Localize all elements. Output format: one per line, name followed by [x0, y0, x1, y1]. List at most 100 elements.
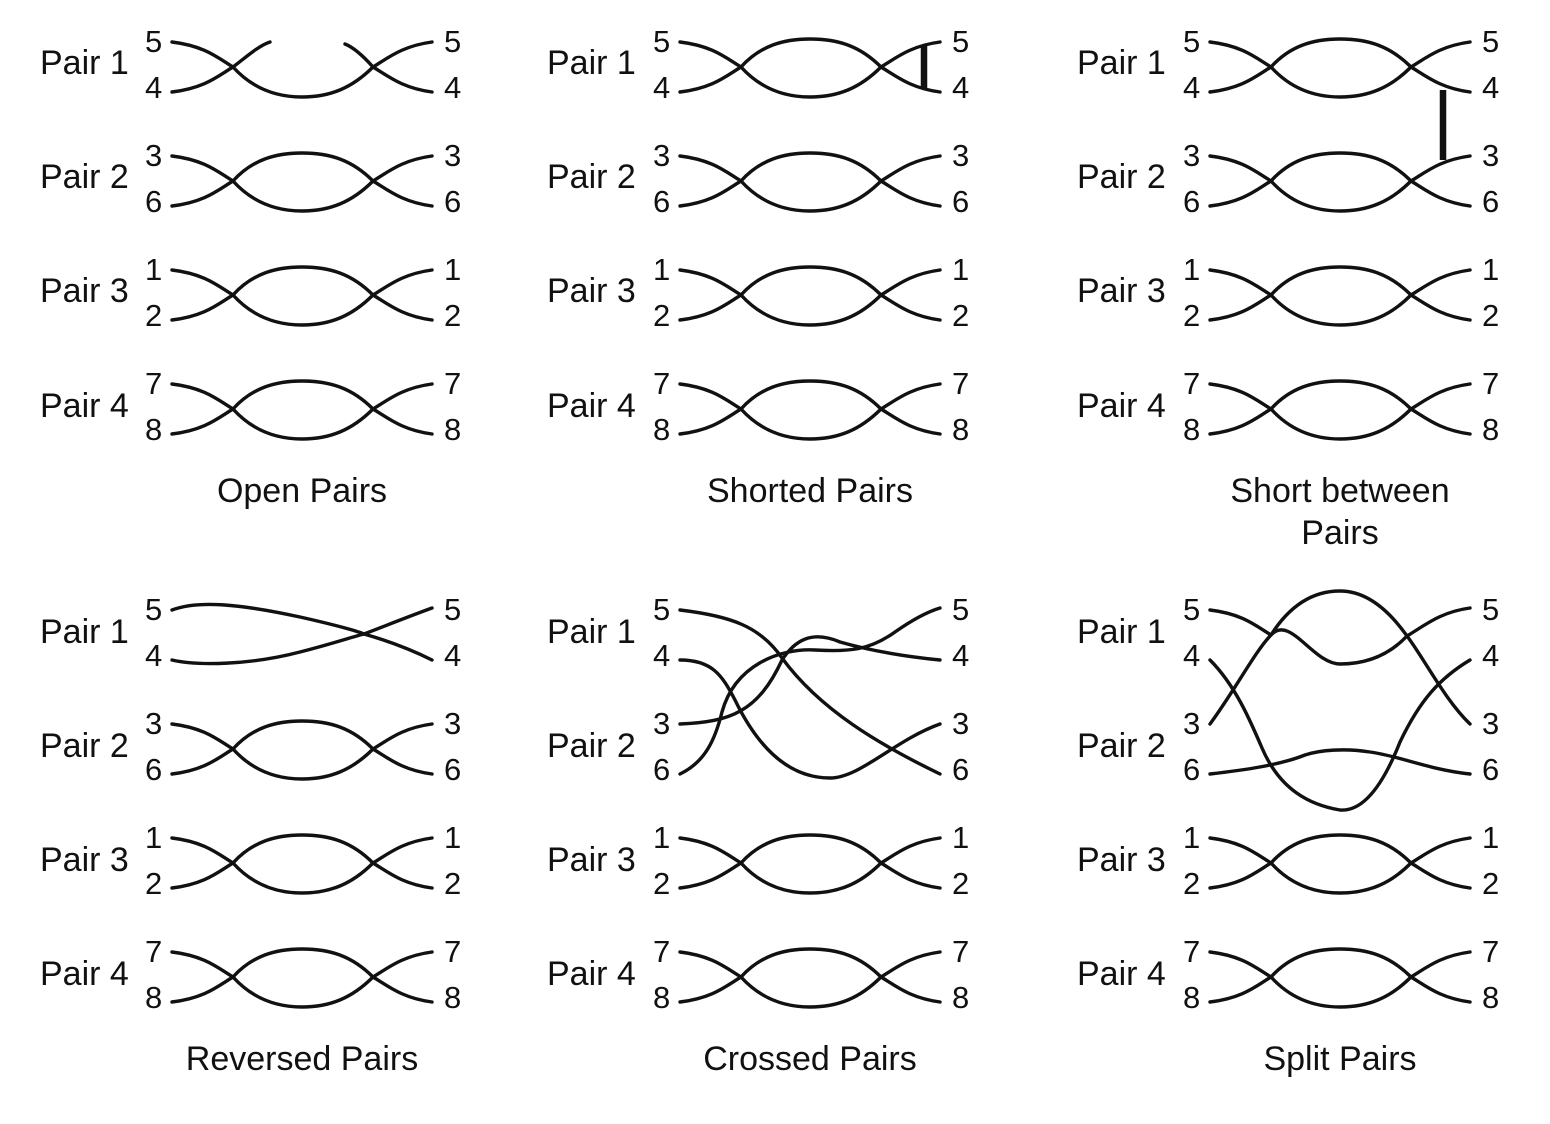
- pin-label: 7: [952, 366, 969, 401]
- pin-label: 2: [444, 866, 461, 901]
- twisted-wire: [1208, 407, 1472, 441]
- pair-label: Pair 3: [1077, 841, 1166, 879]
- pin-label: 1: [1183, 820, 1200, 855]
- pin-label: 6: [1482, 752, 1499, 787]
- pair-label: Pair 4: [1077, 387, 1166, 425]
- pin-label: 6: [653, 184, 670, 219]
- pin-label: 7: [1183, 934, 1200, 969]
- pin-label: 8: [1482, 412, 1499, 447]
- twisted-wire: [678, 407, 942, 441]
- pin-label: 5: [653, 24, 670, 59]
- pin-label: 5: [952, 592, 969, 627]
- pin-label: 5: [1183, 592, 1200, 627]
- pair-label: Pair 1: [1077, 44, 1166, 82]
- pin-label: 1: [952, 820, 969, 855]
- twisted-wire: [1208, 833, 1472, 865]
- pin-label: 1: [1482, 252, 1499, 287]
- pin-label: 4: [1183, 70, 1200, 105]
- pin-label: 7: [145, 934, 162, 969]
- open-wire-segment: [170, 40, 272, 69]
- pin-label: 1: [653, 252, 670, 287]
- pin-label: 5: [145, 24, 162, 59]
- pin-label: 8: [952, 980, 969, 1015]
- pin-label: 2: [145, 866, 162, 901]
- pin-label: 4: [145, 638, 162, 673]
- pin-label: 1: [145, 252, 162, 287]
- twisted-wire: [678, 65, 942, 99]
- pair-label: Pair 2: [1077, 727, 1166, 765]
- pin-label: 6: [444, 752, 461, 787]
- pin-label: 8: [1482, 980, 1499, 1015]
- pin-label: 5: [444, 24, 461, 59]
- pin-label: 1: [145, 820, 162, 855]
- pin-label: 8: [145, 412, 162, 447]
- panel-caption: Open Pairs: [217, 472, 387, 510]
- pin-label: 2: [444, 298, 461, 333]
- twisted-wire: [1208, 975, 1472, 1009]
- twisted-wire: [170, 747, 434, 781]
- reversed-wire: [170, 602, 434, 636]
- pair-label: Pair 1: [547, 44, 636, 82]
- pin-label: 5: [952, 24, 969, 59]
- pin-label: 7: [1482, 366, 1499, 401]
- pin-label: 7: [444, 934, 461, 969]
- pin-label: 4: [444, 638, 461, 673]
- pin-label: 3: [952, 138, 969, 173]
- pin-label: 4: [653, 638, 670, 673]
- panel-open-pairs: Pair 1 Pair 2 Pair 3 Pair 4 5 4 3 6 1 2 …: [40, 24, 461, 510]
- twisted-wire: [678, 379, 942, 411]
- pin-label: 3: [145, 706, 162, 741]
- pin-label: 4: [952, 638, 969, 673]
- pair-label: Pair 2: [40, 158, 129, 196]
- pair-label: Pair 1: [547, 613, 636, 651]
- pin-label: 8: [1183, 980, 1200, 1015]
- split-wire: [1208, 748, 1472, 776]
- pair-label: Pair 3: [40, 841, 129, 879]
- pin-label: 3: [653, 138, 670, 173]
- pin-label: 3: [145, 138, 162, 173]
- panel-short-between-pairs: Pair 1 Pair 2 Pair 3 Pair 4 5 4 3 6 1 2 …: [1077, 24, 1499, 552]
- panel-caption: Split Pairs: [1263, 1040, 1416, 1078]
- pin-label: 2: [653, 866, 670, 901]
- pin-label: 2: [653, 298, 670, 333]
- pin-label: 5: [1482, 592, 1499, 627]
- pin-label: 6: [1183, 752, 1200, 787]
- pin-label: 6: [952, 184, 969, 219]
- twisted-wire: [1208, 379, 1472, 411]
- crossed-wire: [678, 608, 942, 776]
- pair-label: Pair 1: [40, 613, 129, 651]
- twisted-wire: [170, 179, 434, 213]
- twisted-wire: [170, 407, 434, 441]
- twisted-wire: [678, 975, 942, 1009]
- pair-label: Pair 4: [40, 387, 129, 425]
- pin-label: 4: [1482, 70, 1499, 105]
- twisted-wire: [170, 151, 434, 183]
- twisted-wire: [678, 293, 942, 327]
- pin-label: 2: [1183, 866, 1200, 901]
- pin-label: 4: [1482, 638, 1499, 673]
- pin-label: 7: [444, 366, 461, 401]
- pair-label: Pair 3: [40, 272, 129, 310]
- pin-label: 7: [952, 934, 969, 969]
- panel-shorted-pairs: Pair 1 Pair 2 Pair 3 Pair 4 5 4 3 6 1 2 …: [547, 24, 969, 510]
- pin-label: 8: [653, 980, 670, 1015]
- open-wire-segment: [343, 40, 434, 69]
- pair-label: Pair 3: [547, 272, 636, 310]
- pin-label: 5: [145, 592, 162, 627]
- pin-label: 5: [653, 592, 670, 627]
- twisted-wire: [678, 861, 942, 895]
- pair-label: Pair 2: [1077, 158, 1166, 196]
- twisted-wire: [170, 861, 434, 895]
- pair-label: Pair 3: [547, 841, 636, 879]
- pin-label: 3: [653, 706, 670, 741]
- pin-label: 6: [653, 752, 670, 787]
- pair-label: Pair 3: [1077, 272, 1166, 310]
- twisted-wire: [170, 265, 434, 297]
- twisted-wire: [170, 293, 434, 327]
- pin-label: 5: [444, 592, 461, 627]
- pin-label: 3: [1183, 706, 1200, 741]
- pair-label: Pair 2: [40, 727, 129, 765]
- twisted-wire: [170, 719, 434, 751]
- twisted-wire: [1208, 179, 1472, 213]
- pair-label: Pair 4: [1077, 955, 1166, 993]
